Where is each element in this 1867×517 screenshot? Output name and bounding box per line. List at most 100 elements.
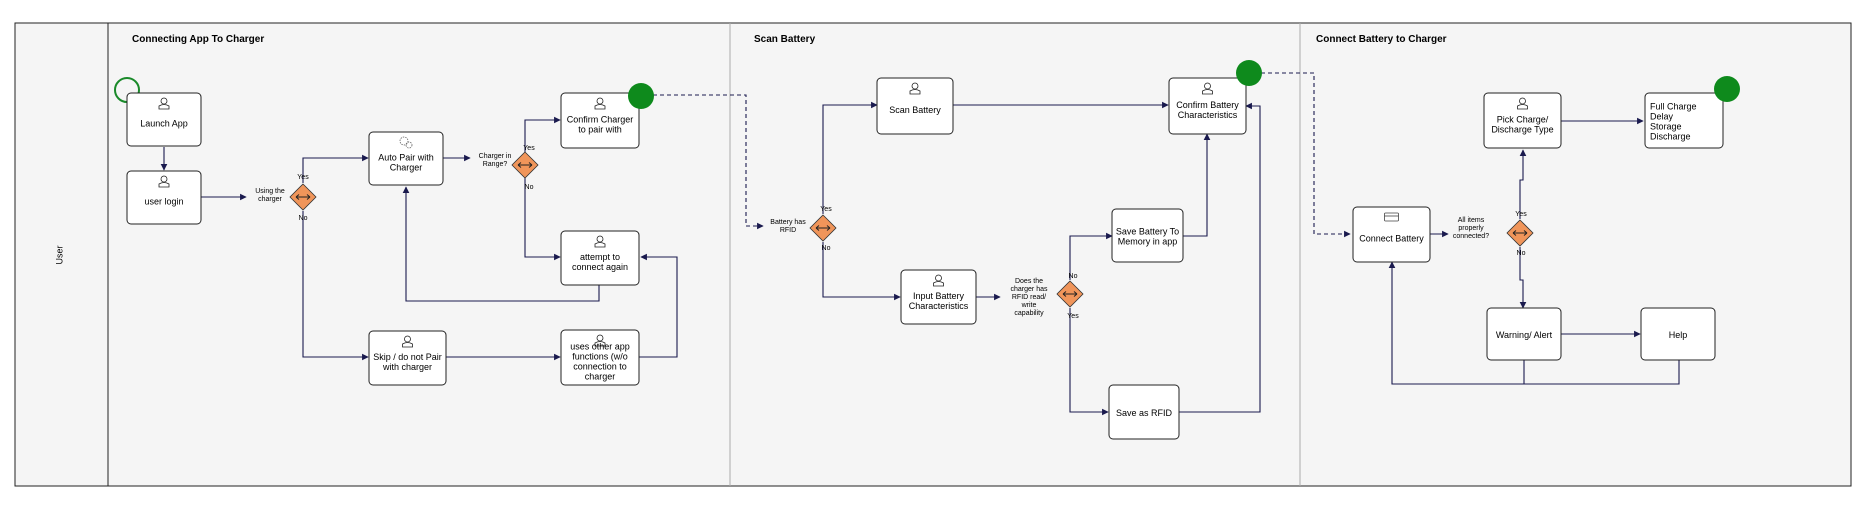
- flow-g4-savemem: [1069, 232, 1113, 280]
- user-icon: [594, 97, 606, 110]
- exclusive-gateway-icon: [517, 162, 533, 168]
- task-login[interactable]: user login: [126, 170, 202, 225]
- task-label: attempt to: [580, 252, 620, 262]
- task-label: Memory in app: [1118, 237, 1178, 247]
- task-label: Launch App: [140, 119, 188, 129]
- gear-icon: [399, 136, 413, 149]
- gateway-no-label: No: [525, 184, 534, 191]
- task-box: [368, 330, 447, 386]
- flow-warning-connbat: [1388, 261, 1525, 385]
- gateway-question: write: [1021, 302, 1037, 309]
- gateway-question: Range?: [483, 161, 508, 168]
- exclusive-gateway-icon: [295, 194, 311, 200]
- task-box: [1352, 206, 1431, 263]
- flow-attempt-autopair: [402, 186, 600, 302]
- gateway-question: capability: [1014, 310, 1044, 317]
- lane-label: User: [54, 245, 64, 264]
- task-label: with charger: [382, 362, 432, 372]
- exclusive-gateway-icon: [1512, 230, 1528, 236]
- task-warning[interactable]: Warning/ Alert: [1486, 307, 1562, 361]
- gateway-yes-label: Yes: [820, 206, 832, 213]
- task-box: [126, 92, 202, 147]
- task-connbat[interactable]: Connect Battery: [1352, 206, 1431, 263]
- task-label: uses other app: [570, 342, 630, 352]
- user-icon: [1202, 82, 1213, 95]
- flow-g3-input: [822, 242, 901, 301]
- flow-uses-attempt: [639, 253, 678, 358]
- gateway-question: Battery has: [770, 219, 806, 226]
- gateway-yes-label: Yes: [1515, 211, 1527, 218]
- exclusive-gateway-icon: [815, 225, 831, 231]
- task-label: Confirm Charger: [567, 115, 634, 125]
- flow-help-connbat: [1524, 360, 1680, 385]
- task-launch[interactable]: Launch App: [126, 92, 202, 147]
- flow-g5-warning: [1519, 247, 1527, 309]
- gateway-question: Does the: [1015, 278, 1043, 285]
- task-label: Auto Pair with: [378, 153, 434, 163]
- task-label: Full Charge: [1650, 102, 1697, 112]
- task-label: Scan Battery: [889, 105, 941, 115]
- task-help[interactable]: Help: [1640, 307, 1716, 361]
- gateway-question: charger: [258, 196, 282, 203]
- task-label: Help: [1669, 330, 1688, 340]
- task-box: [876, 77, 954, 135]
- gateway-no-label: No: [1069, 273, 1078, 280]
- user-icon: [158, 175, 170, 188]
- task-label: Characteristics: [909, 301, 969, 311]
- section-title-scan-battery: Scan Battery: [754, 34, 816, 45]
- exclusive-gateway-icon: [1062, 291, 1078, 297]
- task-label: to pair with: [578, 125, 622, 135]
- flow-g1-skip: [302, 211, 369, 361]
- user-icon: [594, 235, 606, 248]
- section-title-connect-battery: Connect Battery to Charger: [1316, 34, 1447, 45]
- user-icon: [1517, 97, 1528, 110]
- task-label: Warning/ Alert: [1496, 330, 1553, 340]
- task-label: charger: [585, 372, 616, 382]
- task-saverfid[interactable]: Save as RFID: [1108, 384, 1180, 440]
- gateway-question: properly: [1458, 225, 1484, 232]
- user-icon: [158, 97, 170, 110]
- task-box: [126, 170, 202, 225]
- task-box: [368, 131, 444, 186]
- task-scan[interactable]: Scan Battery: [876, 77, 954, 135]
- task-label: Discharge Type: [1491, 125, 1553, 135]
- task-box: [1640, 307, 1716, 361]
- flow-confirm-g3: [653, 94, 764, 230]
- gateway-no-label: No: [299, 215, 308, 222]
- gateway-no-label: No: [1517, 250, 1526, 257]
- gateway-question: RFID: [780, 227, 796, 234]
- task-label: Input Battery: [913, 291, 965, 301]
- task-box: [1644, 92, 1724, 149]
- flow-g2-attempt: [524, 178, 561, 261]
- task-box: [1108, 384, 1180, 440]
- gateway-question: RFID read/: [1012, 294, 1046, 301]
- task-label: Save as RFID: [1116, 408, 1173, 418]
- task-label: Characteristics: [1178, 110, 1238, 120]
- end-event-confirm-battery: [1236, 60, 1262, 86]
- flow-g4-saverfid: [1069, 308, 1109, 416]
- user-icon: [402, 335, 413, 348]
- task-label: Delay: [1650, 112, 1674, 122]
- task-label: user login: [144, 197, 183, 207]
- gateway-yes-label: Yes: [523, 145, 535, 152]
- task-label: Connect Battery: [1359, 234, 1424, 244]
- task-pick[interactable]: Pick Charge/Discharge Type: [1483, 92, 1562, 149]
- gateway-question: Using the: [255, 188, 285, 195]
- tasks: Launch App user login Auto Pair withCharge…: [126, 77, 1724, 440]
- section-title-connecting-app: Connecting App To Charger: [132, 34, 264, 45]
